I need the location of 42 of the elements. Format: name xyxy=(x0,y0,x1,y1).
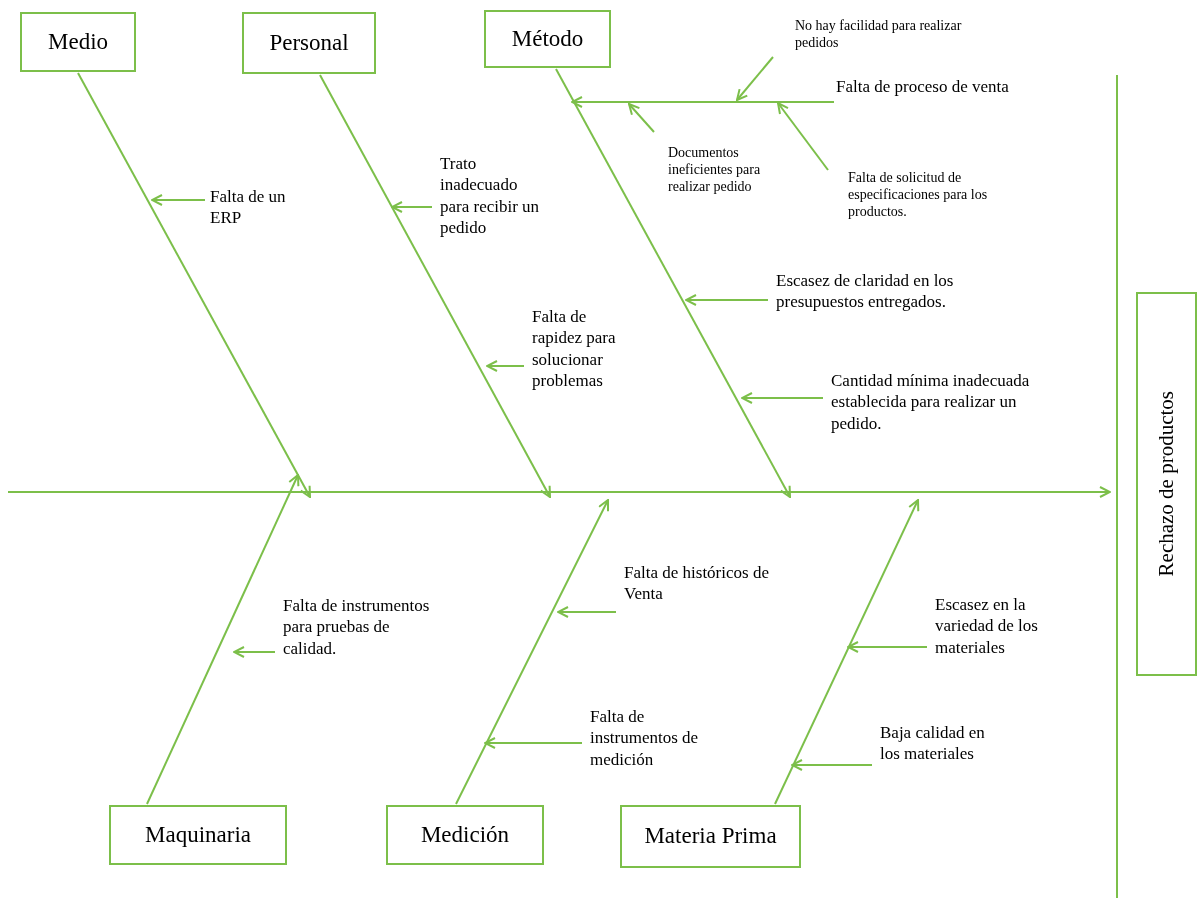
cause-text: Falta de instrumentos de medición xyxy=(590,706,730,770)
cause-text: Falta de históricos de Venta xyxy=(624,562,799,605)
cause-text: Falta de proceso de venta xyxy=(836,76,1066,98)
category-box: Materia Prima xyxy=(620,805,801,868)
arrow xyxy=(391,201,433,213)
arrow xyxy=(557,606,617,618)
cause-text: Falta de instrumentos para pruebas de calidad. xyxy=(283,595,438,659)
arrow xyxy=(791,759,873,771)
category-box: Método xyxy=(484,10,611,68)
cause-text: Escasez en la variedad de los materiales xyxy=(935,594,1070,658)
cause-text: No hay facilidad para realizar pedidos xyxy=(795,18,965,52)
arrow xyxy=(741,392,824,404)
category-box: Medición xyxy=(386,805,544,865)
category-box: Personal xyxy=(242,12,376,74)
cause-text: Trato inadecuado para recibir un pedido xyxy=(440,153,540,238)
cause-text: Falta de un ERP xyxy=(210,186,310,229)
bone-arrow xyxy=(146,474,300,805)
arrow xyxy=(685,294,769,306)
category-box: Maquinaria xyxy=(109,805,287,865)
cause-text: Cantidad mínima inadecuada establecida para realizar un pedido. xyxy=(831,370,1056,434)
bone-arrow xyxy=(455,499,609,805)
bone-arrow xyxy=(774,499,920,805)
arrow xyxy=(571,96,835,108)
cause-text: Falta de rapidez para solucionar problemas xyxy=(532,306,632,391)
arrow xyxy=(628,103,655,133)
bone-arrow xyxy=(319,74,551,498)
cause-text: Baja calidad en los materiales xyxy=(880,722,1005,765)
effect-box: Rechazo de productos xyxy=(1136,292,1197,676)
arrow xyxy=(777,102,829,171)
category-box: Medio xyxy=(20,12,136,72)
cause-text: Escasez de claridad en los presupuestos entregados. xyxy=(776,270,994,313)
spine-arrow xyxy=(7,486,1111,498)
arrow xyxy=(151,194,206,206)
arrow xyxy=(233,646,276,658)
arrow xyxy=(484,737,583,749)
arrow xyxy=(736,56,774,101)
cause-text: Falta de solicitud de especificaciones para los productos. xyxy=(848,170,1028,221)
bone-arrow xyxy=(77,72,311,498)
arrow xyxy=(486,360,525,372)
bone-arrow xyxy=(555,68,791,498)
cause-text: Documentos ineficientes para realizar pedido xyxy=(668,145,798,196)
arrow xyxy=(847,641,928,653)
